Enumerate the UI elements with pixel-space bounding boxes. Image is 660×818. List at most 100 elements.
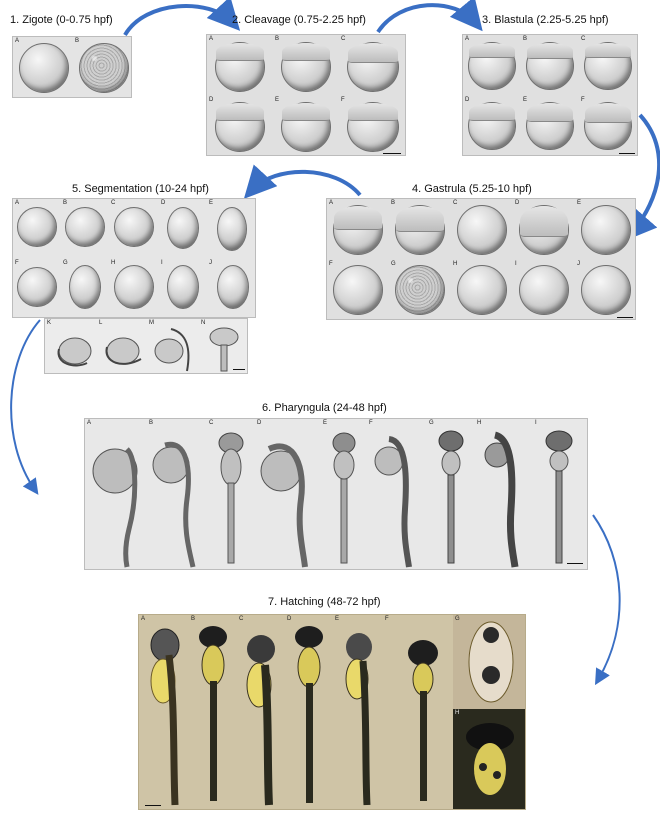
embryo-image: [17, 207, 57, 247]
cell-label: D: [209, 97, 213, 103]
stage-title-cleavage: 2. Cleavage (0.75-2.25 hpf): [232, 14, 366, 26]
cell-label: A: [15, 200, 19, 206]
scale-bar: [619, 153, 635, 154]
cell-label: A: [329, 200, 333, 206]
embryo-image: [457, 265, 507, 315]
cell-label: G: [63, 260, 68, 266]
cell-label: H: [453, 261, 457, 267]
embryo-image: [321, 419, 367, 570]
embryo-image: [584, 42, 632, 90]
embryo-image: [475, 419, 533, 570]
embryo-image: [281, 102, 331, 152]
panel-blastula: A B C D E F: [462, 34, 638, 156]
cell-label: I: [515, 261, 517, 267]
cell-label: A: [15, 38, 19, 44]
cell-label: B: [63, 200, 67, 206]
stage-title-zigote: 1. Zigote (0-0.75 hpf): [10, 14, 113, 26]
embryo-image: [199, 319, 248, 374]
embryo-image: [526, 102, 574, 150]
cell-label: J: [209, 260, 212, 266]
embryo-image: [189, 615, 237, 810]
cell-label: D: [515, 200, 519, 206]
embryo-image: [167, 207, 199, 249]
embryo-image: [584, 102, 632, 150]
embryo-image: [367, 419, 427, 570]
embryo-image: [526, 42, 574, 90]
cell-label: B: [391, 200, 395, 206]
cell-label: F: [329, 261, 333, 267]
embryo-image: [217, 207, 247, 251]
cell-label: F: [581, 97, 585, 103]
embryo-image: [45, 319, 97, 374]
embryo-image: [215, 42, 265, 92]
embryo-image: [19, 43, 69, 93]
embryo-image: [395, 205, 445, 255]
embryo-image: [167, 265, 199, 309]
stage-title-pharyngula: 6. Pharyngula (24-48 hpf): [262, 402, 387, 414]
panel-segmentation: A B C D E F G H I J: [12, 198, 256, 318]
embryo-image: [395, 265, 445, 315]
panel-segmentation-lower: K L M N: [44, 318, 248, 374]
cell-label: A: [209, 36, 213, 42]
embryo-image: [65, 207, 105, 247]
embryo-image: [114, 265, 154, 309]
scale-bar: [383, 153, 401, 154]
embryo-image: [17, 267, 57, 307]
embryo-image: [347, 102, 399, 152]
panel-cleavage: A B C D E F: [206, 34, 406, 156]
cell-label: F: [15, 260, 19, 266]
embryo-image: [85, 419, 147, 570]
cell-label: E: [523, 97, 527, 103]
stage-title-hatching: 7. Hatching (48-72 hpf): [268, 596, 381, 608]
panel-gastrula: A B C D E F G H I J: [326, 198, 636, 320]
embryo-image: [114, 207, 154, 247]
scale-bar: [567, 563, 583, 564]
embryo-image: [333, 615, 383, 810]
scale-bar: [617, 317, 633, 318]
cell-label: A: [465, 36, 469, 42]
cell-label: C: [341, 36, 345, 42]
panel-hatching: A B C D E F G H: [138, 614, 526, 810]
cell-label: I: [161, 260, 163, 266]
arrow-cleavage-to-blastula: [378, 5, 475, 32]
cell-label: C: [453, 200, 457, 206]
embryo-image: [147, 319, 199, 374]
cell-label: E: [275, 97, 279, 103]
embryo-image: [69, 265, 101, 309]
cell-label: D: [465, 97, 469, 103]
embryo-image: [457, 205, 507, 255]
scale-bar: [233, 369, 245, 370]
embryo-image: [217, 265, 249, 309]
arrow-gastrula-to-segmentation: [252, 172, 360, 195]
cell-label: C: [111, 200, 115, 206]
cell-label: H: [111, 260, 115, 266]
embryo-image: [285, 615, 333, 810]
embryo-image: [427, 419, 475, 570]
embryo-image: [147, 419, 207, 570]
embryo-image: [333, 265, 383, 315]
cell-label: G: [391, 261, 396, 267]
stage-title-blastula: 3. Blastula (2.25-5.25 hpf): [482, 14, 609, 26]
arrow-zigote-to-cleavage: [125, 6, 232, 35]
cell-label: B: [75, 38, 79, 44]
embryo-image: [281, 42, 331, 92]
embryo-image: [533, 419, 588, 570]
scale-bar: [145, 805, 161, 806]
embryo-image: [79, 43, 129, 93]
embryo-image: [97, 319, 147, 374]
cell-label: B: [275, 36, 279, 42]
embryo-image: [237, 615, 285, 810]
cell-label: C: [581, 36, 585, 42]
embryo-image: [215, 102, 265, 152]
cell-label: F: [341, 97, 345, 103]
embryo-image: [333, 205, 383, 255]
arrow-segmentation-to-pharyngula: [11, 320, 40, 490]
embryo-image: [519, 205, 569, 255]
embryo-image: [207, 419, 255, 570]
embryo-image: [453, 615, 526, 709]
cell-label: E: [209, 200, 213, 206]
embryo-image: [453, 709, 526, 810]
embryo-image: [581, 265, 631, 315]
embryo-image: [468, 102, 516, 150]
stage-title-gastrula: 4. Gastrula (5.25-10 hpf): [412, 183, 532, 195]
